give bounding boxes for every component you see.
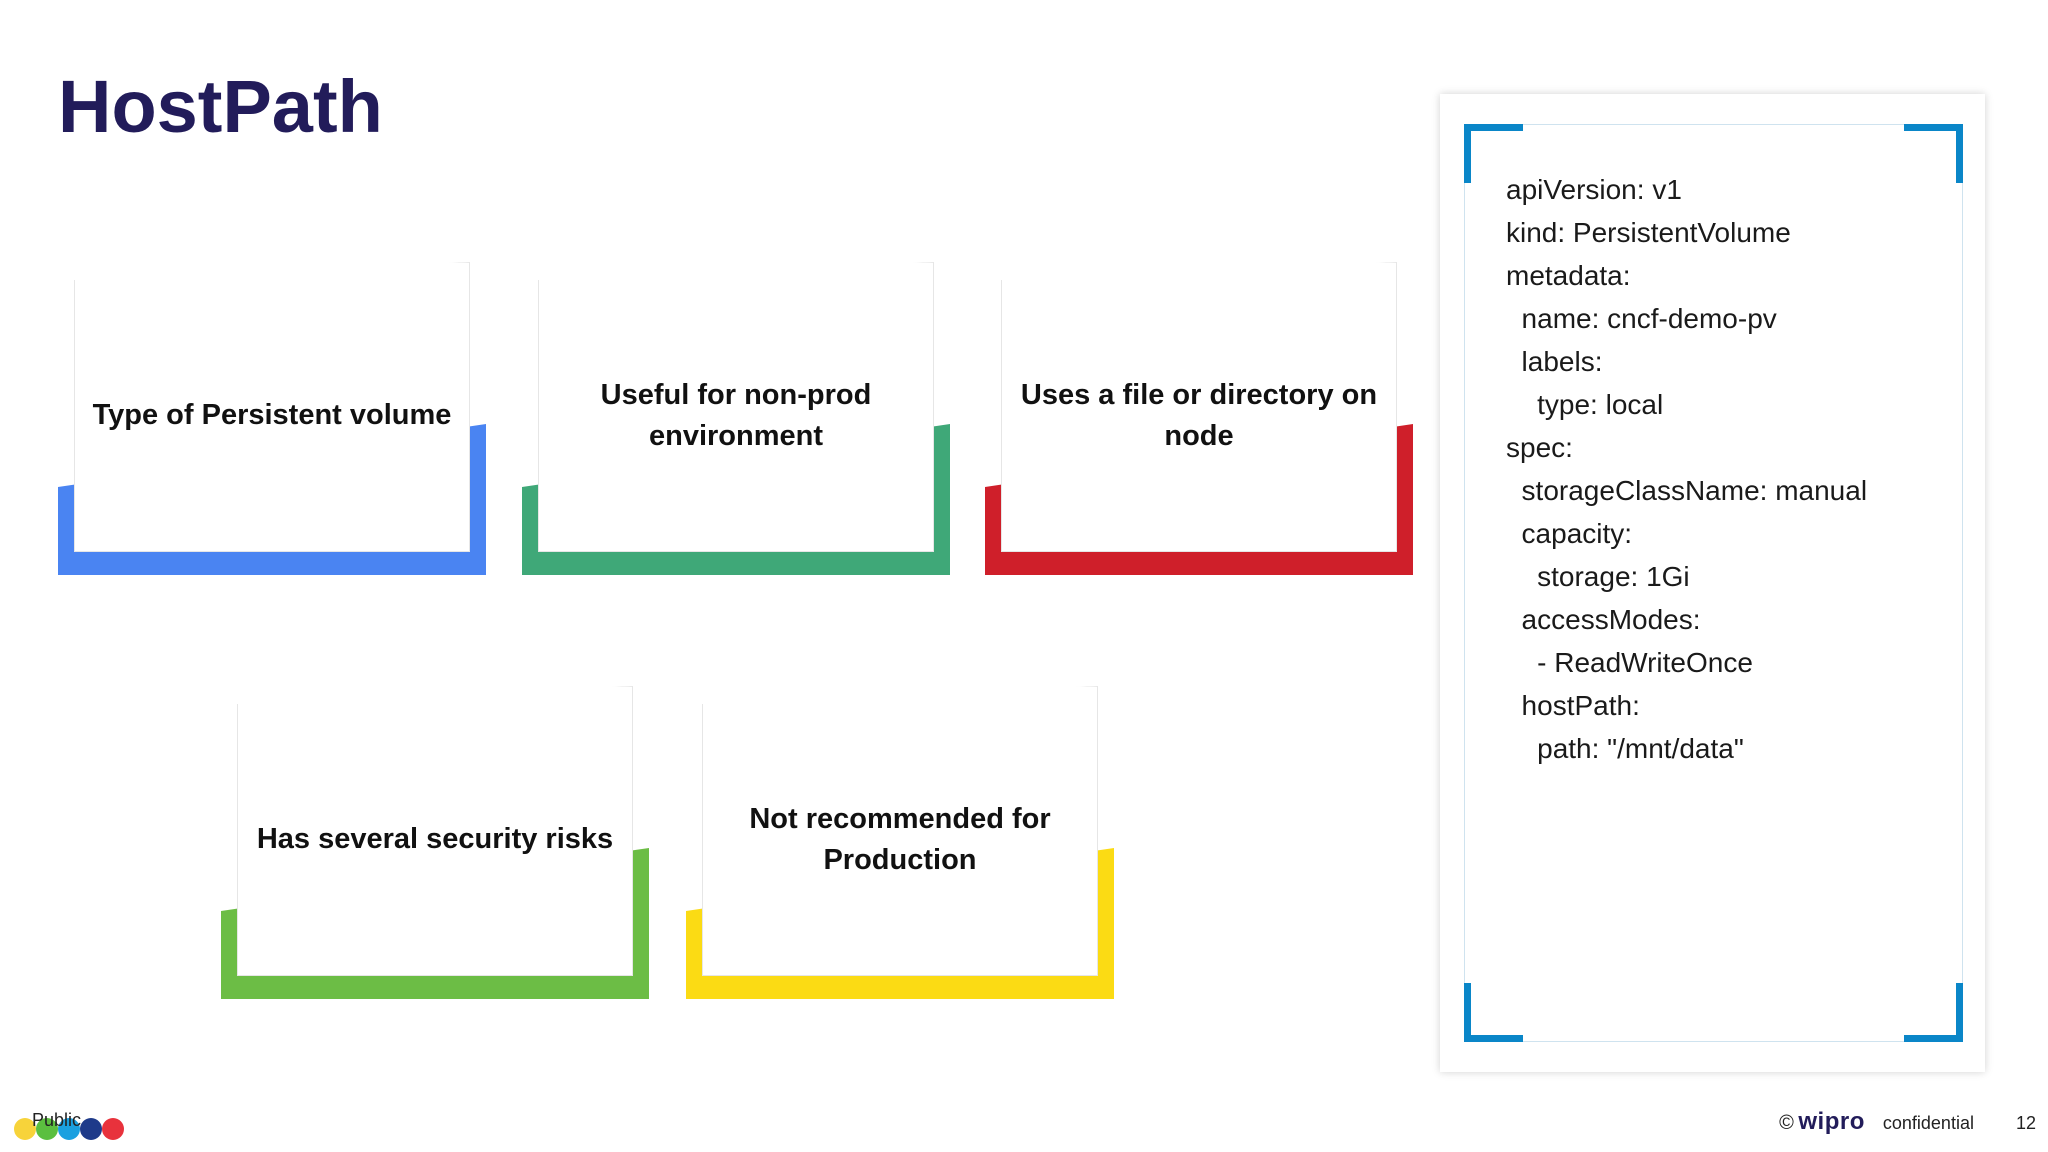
classification-label: Public — [32, 1110, 82, 1130]
card-label: Type of Persistent volume — [92, 399, 452, 432]
yaml-code-panel: apiVersion: v1 kind: PersistentVolume me… — [1440, 94, 1985, 1072]
feature-card-persistent-volume: Type of Persistent volume — [58, 262, 486, 575]
frame-corner-top-left — [1464, 124, 1523, 183]
frame-corner-bottom-right — [1904, 983, 1963, 1042]
yaml-code-block: apiVersion: v1 kind: PersistentVolume me… — [1506, 174, 1868, 764]
brand-dot-icon — [58, 1118, 80, 1140]
brand-dot-icon — [14, 1118, 36, 1140]
card-label: Not recommended for Production — [749, 802, 1051, 876]
frame-corner-bottom-left — [1464, 983, 1523, 1042]
page-number: 12 — [2015, 1113, 2036, 1133]
card-label: Useful for non-prod environment — [600, 378, 872, 452]
confidential-label: confidential — [1882, 1113, 1974, 1133]
page-title: HostPath — [58, 65, 383, 148]
card-label: Has several security risks — [256, 823, 614, 856]
feature-card-non-prod: Useful for non-prod environment — [522, 262, 950, 575]
brand-dot-icon — [102, 1118, 124, 1140]
frame-corner-top-right — [1904, 124, 1963, 183]
feature-card-not-for-production: Not recommended for Production — [686, 686, 1114, 999]
feature-card-security-risks: Has several security risks — [221, 686, 649, 999]
footer: ©wipro confidential 12 — [1779, 1108, 2036, 1136]
code-frame — [1464, 124, 1963, 1042]
feature-card-file-on-node: Uses a file or directory on node — [985, 262, 1413, 575]
copyright-symbol: © — [1779, 1112, 1795, 1134]
brand-name: wipro — [1798, 1108, 1865, 1135]
brand-dot-icon — [80, 1118, 102, 1140]
brand-dot-icon — [36, 1118, 58, 1140]
wipro-logo: ©wipro — [1779, 1108, 1865, 1136]
card-label: Uses a file or directory on node — [1020, 378, 1378, 452]
